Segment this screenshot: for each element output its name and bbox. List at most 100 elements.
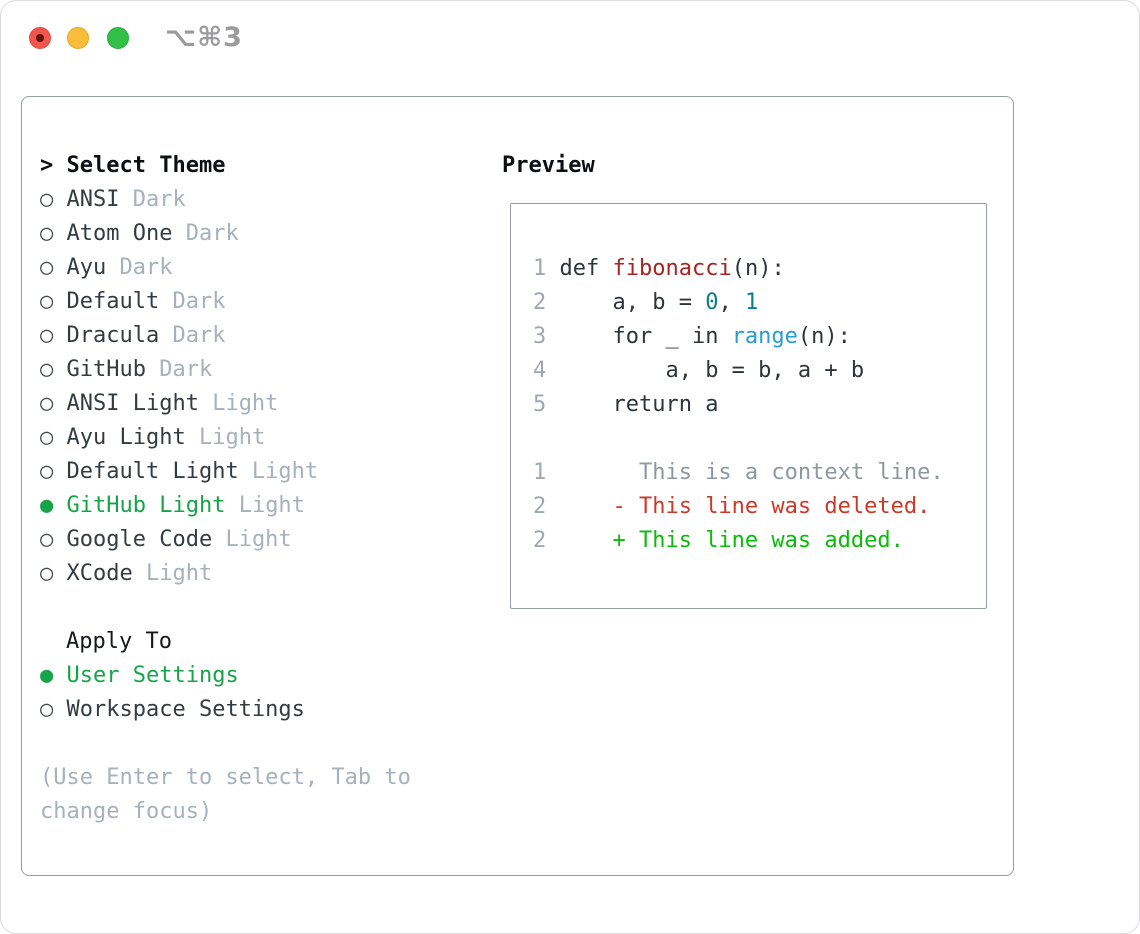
code-token: (n): bbox=[797, 324, 851, 349]
line-number: 2 bbox=[533, 528, 547, 553]
code-token: , bbox=[718, 290, 745, 315]
apply-option-label: User Settings bbox=[66, 663, 239, 688]
apply-to-title: Apply To bbox=[66, 629, 172, 654]
help-line-2: change focus) bbox=[40, 799, 213, 824]
theme-name: GitHub Light bbox=[66, 493, 226, 518]
radio-selected-icon: ● bbox=[40, 663, 67, 688]
theme-variant: Light bbox=[238, 459, 319, 484]
diff-line-added: 2 + This line was added. bbox=[533, 524, 986, 558]
theme-item-default[interactable]: ○ Default Dark bbox=[40, 285, 411, 319]
theme-item-google-code[interactable]: ○ Google Code Light bbox=[40, 523, 411, 557]
radio-icon: ○ bbox=[40, 391, 67, 416]
theme-name: Default Light bbox=[66, 459, 239, 484]
theme-variant: Dark bbox=[172, 221, 239, 246]
theme-item-ayu-light[interactable]: ○ Ayu Light Light bbox=[40, 421, 411, 455]
theme-list: ○ ANSI Dark○ Atom One Dark○ Ayu Dark○ De… bbox=[40, 183, 411, 591]
blank-line bbox=[533, 422, 986, 456]
radio-icon: ○ bbox=[40, 527, 67, 552]
theme-name: ANSI bbox=[66, 187, 120, 212]
diff-text: + This line was added. bbox=[546, 528, 904, 553]
radio-icon: ○ bbox=[40, 221, 67, 246]
theme-item-github-light[interactable]: ● GitHub Light Light bbox=[40, 489, 411, 523]
theme-variant: Light bbox=[198, 391, 279, 416]
apply-option-user-settings[interactable]: ● User Settings bbox=[40, 659, 411, 693]
selection-cursor-icon: > bbox=[40, 153, 67, 178]
code-token: a, b = bbox=[559, 290, 706, 315]
apply-options: ● User Settings○ Workspace Settings bbox=[40, 659, 411, 727]
code-token: a, b = b, a + b bbox=[559, 358, 865, 383]
code-token: fibonacci bbox=[612, 256, 732, 281]
line-number: 2 bbox=[533, 494, 547, 519]
line-number: 1 bbox=[533, 460, 547, 485]
code-line-2: 2 a, b = 0, 1 bbox=[533, 286, 986, 320]
radio-selected-icon: ● bbox=[40, 493, 67, 518]
code-line-3: 3 for _ in range(n): bbox=[533, 320, 986, 354]
theme-selector-panel: > Select Theme ○ ANSI Dark○ Atom One Dar… bbox=[21, 96, 1014, 876]
theme-variant: Light bbox=[185, 425, 266, 450]
code-token: def bbox=[559, 256, 613, 281]
line-number: 3 bbox=[533, 324, 560, 349]
theme-name: Dracula bbox=[66, 323, 160, 348]
theme-item-github[interactable]: ○ GitHub Dark bbox=[40, 353, 411, 387]
radio-icon: ○ bbox=[40, 289, 67, 314]
theme-name: GitHub bbox=[66, 357, 146, 382]
radio-icon: ○ bbox=[40, 425, 67, 450]
preview-title: Preview bbox=[502, 153, 595, 178]
minimize-button[interactable] bbox=[67, 27, 89, 49]
theme-name: Ayu Light bbox=[66, 425, 186, 450]
theme-variant: Dark bbox=[106, 255, 173, 280]
diff-line-deleted: 2 - This line was deleted. bbox=[533, 490, 986, 524]
theme-name: Google Code bbox=[66, 527, 213, 552]
theme-item-ayu[interactable]: ○ Ayu Dark bbox=[40, 251, 411, 285]
radio-icon: ○ bbox=[40, 323, 67, 348]
code-line-4: 4 a, b = b, a + b bbox=[533, 354, 986, 388]
radio-icon: ○ bbox=[40, 459, 67, 484]
code-token: 0 bbox=[705, 290, 719, 315]
code-line-1: 1 def fibonacci(n): bbox=[533, 252, 986, 286]
radio-icon: ○ bbox=[40, 357, 67, 382]
titlebar: ⌥⌘3 bbox=[1, 1, 1139, 75]
apply-option-label: Workspace Settings bbox=[66, 697, 305, 722]
theme-item-ansi-light[interactable]: ○ ANSI Light Light bbox=[40, 387, 411, 421]
theme-name: Default bbox=[66, 289, 160, 314]
theme-item-ansi[interactable]: ○ ANSI Dark bbox=[40, 183, 411, 217]
line-number: 4 bbox=[533, 358, 560, 383]
help-line-1: (Use Enter to select, Tab to bbox=[40, 765, 411, 790]
window-title: ⌥⌘3 bbox=[165, 22, 243, 53]
radio-icon: ○ bbox=[40, 187, 67, 212]
theme-variant: Dark bbox=[159, 289, 226, 314]
line-number: 1 bbox=[533, 256, 560, 281]
code-line-5: 5 return a bbox=[533, 388, 986, 422]
code-token: (n): bbox=[731, 256, 785, 281]
line-number: 2 bbox=[533, 290, 560, 315]
theme-item-default-light[interactable]: ○ Default Light Light bbox=[40, 455, 411, 489]
code-token: return a bbox=[559, 392, 719, 417]
radio-icon: ○ bbox=[40, 697, 67, 722]
zoom-button[interactable] bbox=[107, 27, 129, 49]
theme-item-atom-one[interactable]: ○ Atom One Dark bbox=[40, 217, 411, 251]
apply-section: Apply To ● User Settings○ Workspace Sett… bbox=[40, 625, 411, 727]
apply-option-workspace-settings[interactable]: ○ Workspace Settings bbox=[40, 693, 411, 727]
theme-variant: Dark bbox=[145, 357, 213, 382]
theme-list-header: > Select Theme bbox=[40, 149, 411, 183]
theme-item-xcode[interactable]: ○ XCode Light bbox=[40, 557, 411, 591]
help-text: (Use Enter to select, Tab to change focu… bbox=[40, 761, 411, 829]
theme-variant: Dark bbox=[119, 187, 186, 212]
theme-variant: Light bbox=[212, 527, 292, 552]
radio-icon: ○ bbox=[40, 255, 67, 280]
theme-name: Ayu bbox=[66, 255, 107, 280]
close-button[interactable] bbox=[29, 27, 51, 49]
theme-name: XCode bbox=[66, 561, 133, 586]
diff-text: - This line was deleted. bbox=[546, 494, 931, 519]
theme-item-dracula[interactable]: ○ Dracula Dark bbox=[40, 319, 411, 353]
radio-icon: ○ bbox=[40, 561, 67, 586]
diff-text: This is a context line. bbox=[546, 460, 944, 485]
code-token: for _ in bbox=[559, 324, 732, 349]
code-token: 1 bbox=[744, 290, 759, 315]
left-pane: > Select Theme ○ ANSI Dark○ Atom One Dar… bbox=[40, 149, 411, 829]
theme-variant: Light bbox=[225, 493, 305, 518]
diff-line-context: 1 This is a context line. bbox=[533, 456, 986, 490]
